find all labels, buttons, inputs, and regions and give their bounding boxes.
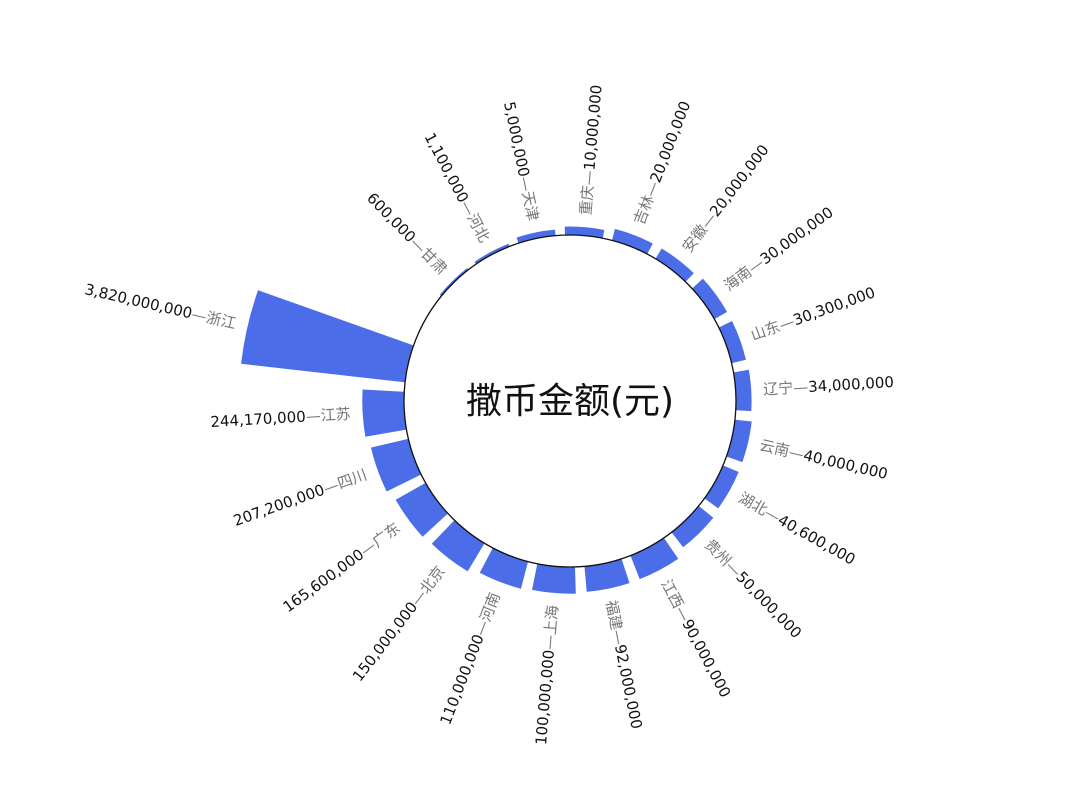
chart-title: 撒币金额(元) [466, 381, 674, 422]
value-label: 150,000,000 [348, 598, 420, 685]
label-separator: — [305, 406, 321, 425]
label-separator: — [321, 475, 341, 497]
label-separator: — [787, 442, 806, 463]
bar-吉林 [611, 228, 653, 256]
label-separator: — [672, 603, 695, 625]
label-山东: 山东—30,300,000 [748, 283, 877, 344]
label-吉林: 吉林—20,000,000 [630, 98, 694, 227]
label-江苏: 244,170,000—江苏 [210, 404, 351, 430]
category-label: 江苏 [320, 404, 351, 424]
bar-上海 [532, 561, 576, 594]
value-label: 110,000,000 [436, 632, 487, 727]
value-label: 34,000,000 [808, 372, 895, 395]
bar-浙江 [241, 290, 416, 383]
category-label: 云南 [758, 436, 791, 460]
value-label: 40,600,000 [775, 510, 859, 568]
label-北京: 150,000,000—北京 [348, 562, 448, 684]
label-河南: 110,000,000—河南 [436, 590, 504, 727]
bar-山东 [717, 321, 746, 364]
label-云南: 云南—40,000,000 [758, 436, 890, 483]
label-海南: 海南—30,000,000 [720, 203, 836, 295]
label-separator: — [516, 175, 537, 193]
label-辽宁: 辽宁—34,000,000 [763, 372, 895, 398]
label-广东: 165,600,000—广东 [279, 518, 403, 615]
value-label: 1,100,000 [421, 130, 473, 206]
category-label: 上海 [541, 604, 561, 635]
value-label: 90,000,000 [679, 616, 735, 700]
category-label: 河南 [476, 590, 504, 624]
category-label: 河北 [464, 210, 494, 245]
value-label: 10,000,000 [580, 84, 605, 171]
label-安徽: 安徽—20,000,000 [678, 141, 772, 256]
bar-海南 [690, 278, 728, 321]
label-separator: — [470, 618, 492, 638]
value-label: 20,000,000 [706, 141, 773, 220]
value-label: 100,000,000 [532, 649, 558, 746]
value-label: 30,000,000 [756, 203, 836, 268]
value-label: 600,000 [363, 189, 419, 246]
value-label: 30,300,000 [791, 283, 878, 329]
label-separator: — [776, 312, 796, 334]
bar-湖北 [702, 464, 739, 509]
label-江西: 江西—90,000,000 [658, 576, 735, 700]
value-label: 40,000,000 [802, 446, 890, 483]
bar-云南 [724, 419, 752, 463]
category-label: 重庆 [576, 185, 596, 216]
center-circle [403, 234, 737, 568]
label-湖北: 湖北—40,600,000 [736, 488, 859, 568]
bar-贵州 [670, 504, 714, 548]
value-label: 5,000,000 [501, 100, 534, 178]
label-separator: — [579, 170, 598, 186]
label-separator: — [540, 634, 559, 650]
bar-四川 [370, 438, 423, 492]
bar-江西 [629, 536, 679, 580]
label-上海: 100,000,000—上海 [532, 604, 562, 745]
category-label: 四川 [335, 465, 369, 492]
value-label: 165,600,000 [279, 545, 367, 616]
label-重庆: 重庆—10,000,000 [576, 84, 605, 216]
value-label: 20,000,000 [646, 98, 694, 185]
label-甘肃: 600,000—甘肃 [363, 189, 451, 278]
bar-北京 [431, 518, 486, 572]
label-河北: 1,100,000—河北 [421, 130, 494, 246]
label-四川: 207,200,000—四川 [231, 465, 369, 529]
label-贵州: 贵州—50,000,000 [701, 535, 805, 641]
label-separator: — [608, 628, 629, 646]
label-天津: 5,000,000—天津 [501, 100, 543, 223]
value-label: 207,200,000 [231, 480, 327, 529]
category-label: 福建 [602, 599, 626, 632]
label-福建: 福建—92,000,000 [602, 599, 646, 731]
category-label: 浙江 [205, 308, 238, 332]
category-label: 天津 [519, 189, 543, 222]
value-label: 244,170,000 [210, 407, 306, 431]
label-separator: — [793, 378, 809, 397]
label-separator: — [641, 178, 663, 198]
value-label: 3,820,000,000 [83, 280, 194, 322]
category-label: 辽宁 [763, 378, 794, 398]
label-浙江: 3,820,000,000—浙江 [83, 280, 238, 332]
bar-江苏 [362, 389, 409, 437]
label-separator: — [190, 304, 209, 325]
bar-安徽 [654, 248, 694, 284]
value-label: 92,000,000 [611, 643, 646, 731]
label-separator: — [457, 197, 480, 219]
value-label: 50,000,000 [733, 568, 806, 642]
